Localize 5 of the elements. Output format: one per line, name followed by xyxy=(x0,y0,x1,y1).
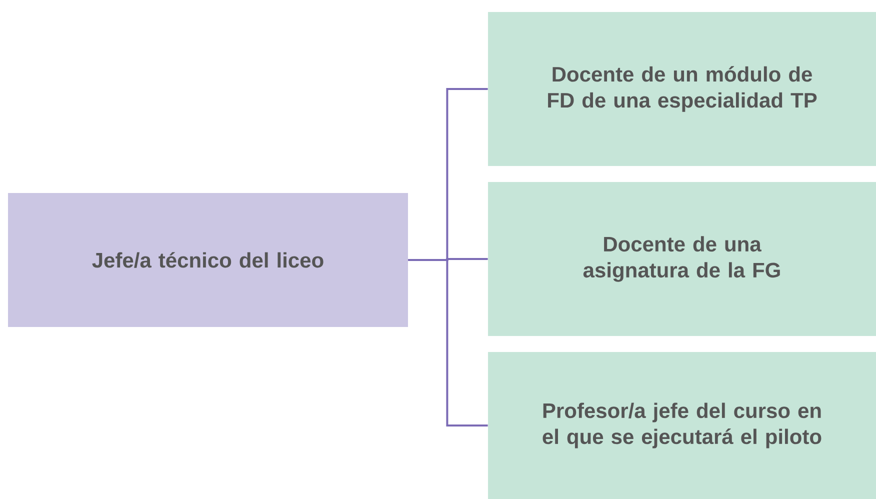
process-box: Docente de una asignatura de la FG xyxy=(488,182,876,336)
process-box: Profesor/a jefe del curso en el que se ejecutará el piloto xyxy=(488,352,876,499)
process-box: Docente de un módulo de FD de una especialidad TP xyxy=(488,12,876,166)
process-box: Jefe/a técnico del liceo xyxy=(8,193,408,327)
connector xyxy=(408,259,488,426)
